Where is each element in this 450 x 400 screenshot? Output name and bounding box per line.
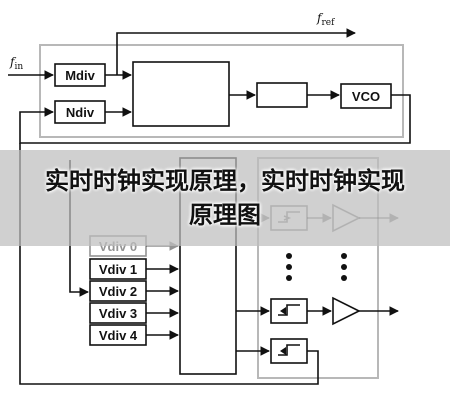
- f-ref-label: fref: [316, 11, 335, 28]
- vdiv-bank: Vdiv 0 Vdiv 1 Vdiv 2 Vdiv 3 Vdiv 4: [89, 235, 147, 346]
- continuation-dots: [286, 253, 347, 281]
- vdiv-3-label: Vdiv 3: [99, 306, 137, 321]
- title-banner: 实时时钟实现原理，实时时钟实现原理图: [0, 150, 450, 246]
- pll-frame: [39, 44, 404, 138]
- phase-detector-block: [132, 61, 230, 127]
- delay-cell-arrow-icon: [280, 307, 286, 315]
- delay-cell-arrow-icon: [280, 347, 286, 355]
- buffer-middle-icon: [332, 296, 361, 326]
- vdiv-1-label: Vdiv 1: [99, 262, 137, 277]
- vdiv-2-label: Vdiv 2: [99, 284, 137, 299]
- vco-feedback-wire: [19, 94, 411, 144]
- delay-cell-bottom: [270, 338, 308, 364]
- vco-block: [340, 83, 392, 109]
- page-title: 实时时钟实现原理，实时时钟实现原理图: [45, 167, 405, 229]
- loop-filter-block: [256, 82, 308, 108]
- vdiv-4-label: Vdiv 4: [99, 328, 138, 343]
- bottom-feedback-wire: [19, 143, 319, 385]
- f-ref-wire: [116, 28, 356, 75]
- f-in-label: fin: [9, 55, 23, 72]
- ndiv-label: Ndiv: [66, 105, 95, 120]
- delay-cell-middle: [270, 298, 308, 324]
- mdiv-label: Mdiv: [65, 68, 95, 83]
- vco-label: VCO: [352, 89, 380, 104]
